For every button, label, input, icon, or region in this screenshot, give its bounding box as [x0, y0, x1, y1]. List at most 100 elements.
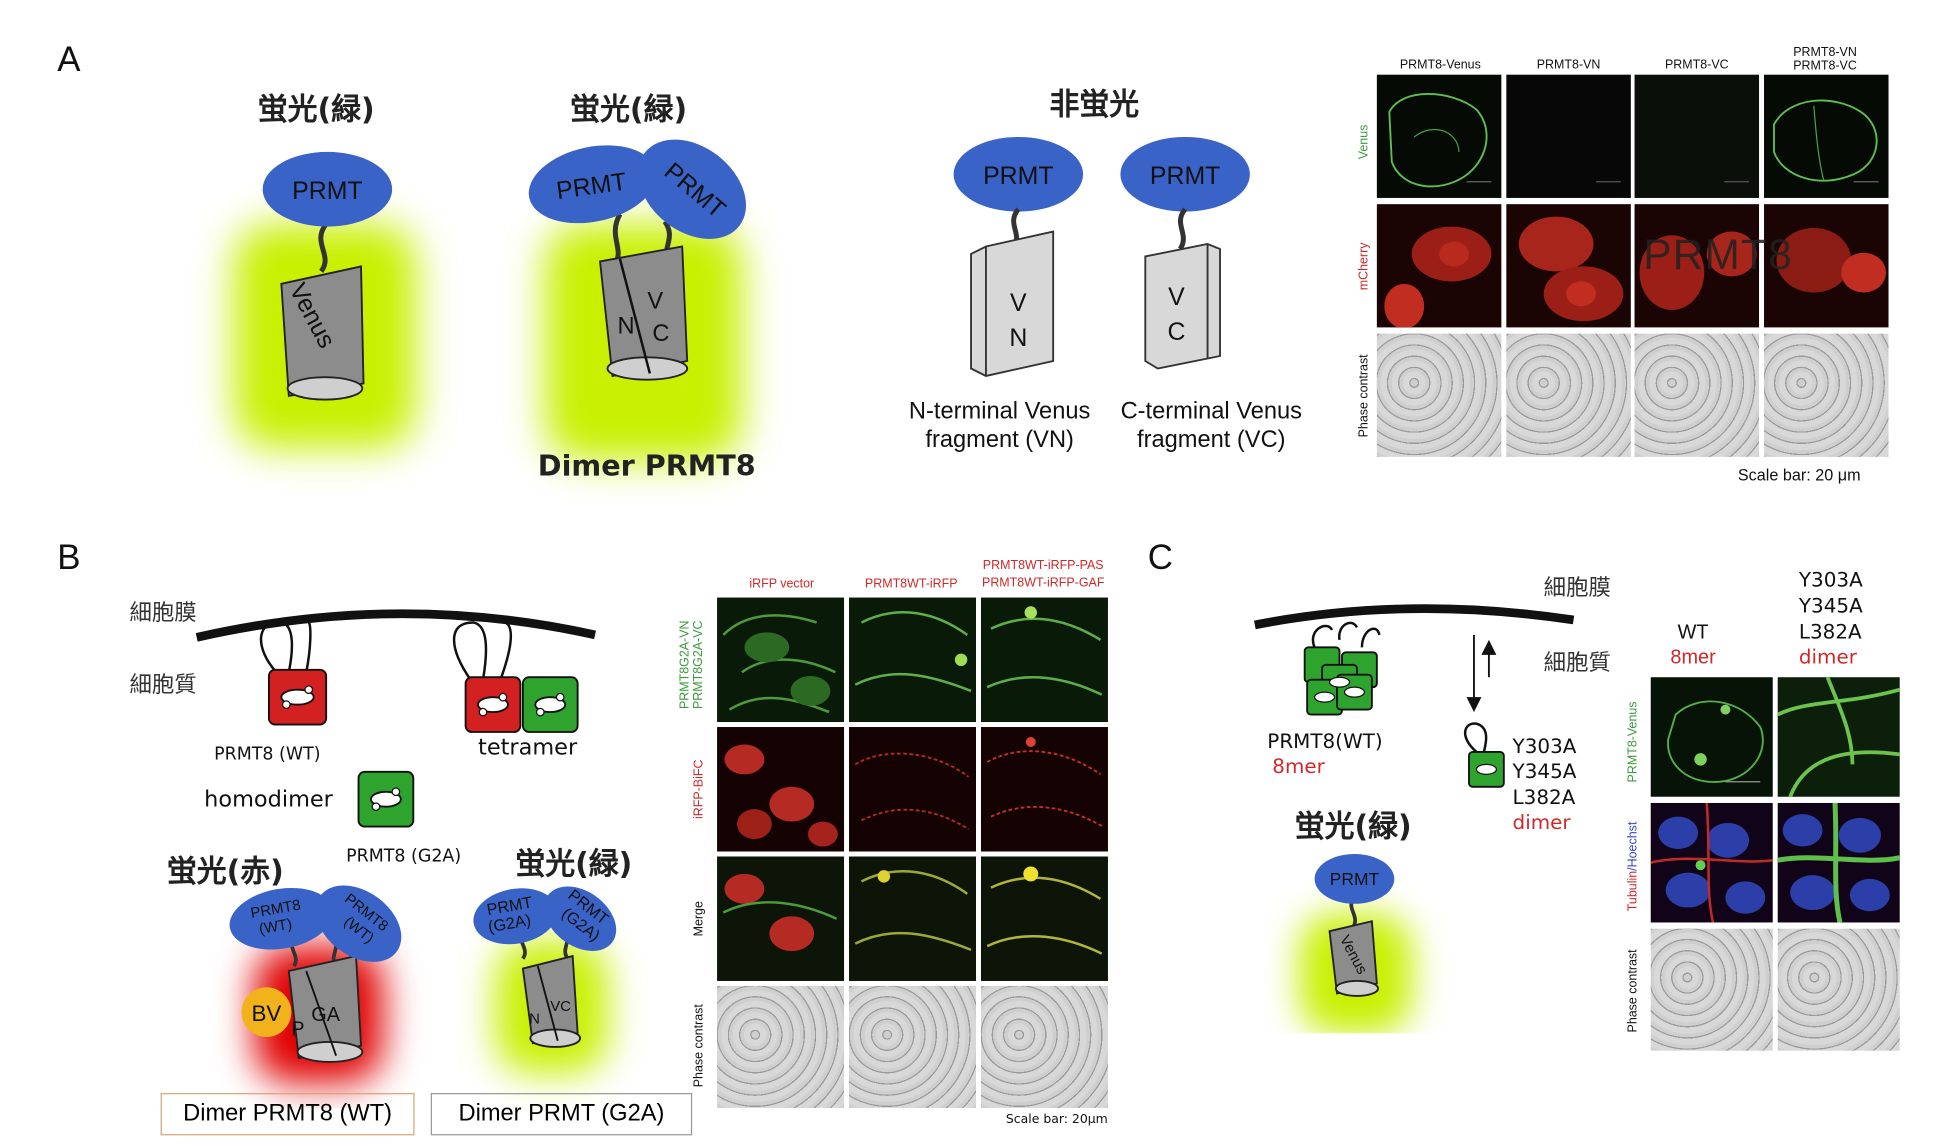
row-label: Phase contrast: [1626, 949, 1641, 1033]
micrograph: [980, 597, 1108, 723]
micrograph: [1650, 802, 1773, 923]
micrograph: [717, 856, 845, 981]
panel-label-c: C: [1147, 537, 1173, 577]
col-label-wt-sub: 8mer: [1670, 647, 1716, 669]
irfp-barrel: [287, 954, 362, 1060]
micrograph: [1634, 74, 1760, 198]
col-label-mutant-sub: dimer: [1798, 645, 1857, 669]
myristoyl-loop: [259, 621, 294, 674]
row-label: iRFP-BiFC: [692, 759, 707, 820]
micrograph: [1506, 204, 1631, 328]
cell-membrane: [195, 609, 597, 642]
col-label-wt: WT: [1677, 622, 1709, 644]
wt-label-b: PRMT8 (WT): [214, 744, 321, 765]
fluor-green-label-c: 蛍光(緑): [1294, 809, 1412, 845]
row-label: Phase contrast: [1357, 354, 1372, 438]
n-text: N: [529, 1010, 540, 1027]
micrograph: [1764, 333, 1889, 457]
micrograph: [1634, 204, 1760, 328]
cytoplasm-label-c: 細胞質: [1543, 649, 1611, 676]
row-label-hoechst-text: /Hoechst: [1626, 821, 1641, 871]
micrograph: [1376, 204, 1502, 328]
membrane-label-b: 細胞膜: [129, 600, 197, 627]
micrograph: [717, 985, 845, 1108]
row-label: Phase contrast: [692, 1004, 707, 1088]
micrograph: [980, 985, 1108, 1108]
fluor-green-label-b: 蛍光(緑): [515, 846, 633, 882]
micrograph: [1764, 204, 1889, 328]
vc-caption-line2: fragment (VC): [1137, 426, 1286, 453]
row-label: Venus: [1357, 124, 1372, 160]
dimer-g2a-box: Dimer PRMT (G2A): [430, 1093, 693, 1136]
venus-barrel: Venus: [280, 265, 365, 401]
micrograph: [1634, 333, 1760, 457]
micrograph: [980, 856, 1108, 981]
v-text: V: [1168, 283, 1185, 311]
wt-label-c: PRMT8(WT): [1267, 729, 1383, 754]
prmt-ellipse: [953, 136, 1084, 212]
row-label: mCherry: [1357, 242, 1372, 291]
homodimer-label: homodimer: [204, 786, 333, 813]
micrograph: [1650, 677, 1773, 797]
row-label: PRMT8G2A-VN PRMT8G2A-VC: [678, 620, 706, 710]
col-label: PRMT8WT-iRFP-PAS PRMT8WT-iRFP-GAF: [982, 558, 1105, 591]
col-label: PRMT8WT-iRFP: [864, 577, 958, 592]
bv-text: BV: [251, 1001, 281, 1026]
panel-label-a: A: [57, 39, 81, 79]
vn-caption: N-terminal Venus fragment (VN): [896, 398, 1103, 455]
micrograph: [717, 727, 845, 852]
octamer-label: 8mer: [1272, 754, 1325, 779]
venus-barrel-split: N V C: [599, 245, 689, 381]
n-text: N: [617, 314, 634, 340]
panel-label-b: B: [57, 537, 81, 577]
prmt-ellipse: [262, 151, 393, 227]
mutation-1: Y303A: [1512, 734, 1577, 759]
c-text: C: [652, 321, 669, 347]
linker: [1177, 207, 1188, 251]
panel-c-diagram: Venus PRMT: [1254, 604, 1575, 1034]
overlay-text: PRMT8: [1643, 231, 1793, 279]
micrograph: [717, 597, 845, 723]
col-mutation-2: Y345A: [1798, 593, 1863, 618]
prmt-ellipse: [528, 145, 657, 224]
mutation-list: Y303A Y345A L382A dimer: [1513, 734, 1577, 836]
prmt-g2a-ellipse: [544, 886, 617, 951]
octamer-cluster: [1303, 621, 1381, 716]
fluor-red-label: 蛍光(赤): [166, 854, 284, 889]
dimer-label: dimer: [1512, 810, 1571, 835]
vn-caption-line2: fragment (VN): [925, 426, 1074, 453]
prmt-text: PRMT: [1150, 162, 1220, 190]
micrograph: [849, 856, 977, 981]
row-label-tubulin: Tubulin/Hoechst: [1626, 822, 1640, 912]
dimer-wt-box: Dimer PRMT8 (WT): [160, 1093, 415, 1136]
scale-bar-a: Scale bar: 20 μm: [1737, 465, 1861, 485]
col-label: PRMT8-VN PRMT8-VC: [1793, 46, 1857, 74]
mutation-3: L382A: [1512, 785, 1576, 810]
v-text: V: [1010, 289, 1027, 317]
prmt8-wt-ellipse: [229, 887, 334, 950]
v-text: V: [647, 289, 663, 315]
row-label: PRMT8-Venus: [1626, 701, 1641, 783]
col-label: iRFP vector: [749, 577, 815, 592]
vc-caption-line1: C-terminal Venus: [1120, 398, 1302, 425]
bv-chromophore: [241, 987, 292, 1038]
prmt-text: PRMT: [292, 177, 362, 205]
micrograph: [980, 727, 1108, 852]
n-text: N: [1009, 324, 1027, 352]
col-label: PRMT8-VC: [1664, 58, 1729, 73]
fluor-green-label-a2: 蛍光(緑): [570, 92, 688, 127]
col-label: PRMT8-VN: [1536, 58, 1601, 73]
micrograph: [1777, 928, 1900, 1051]
tetramer-label: tetramer: [478, 734, 578, 761]
micrograph: [1764, 74, 1889, 198]
dimer-glyph: [280, 688, 315, 706]
prmt-text: PRMT: [1330, 869, 1380, 889]
micrograph: [1506, 333, 1631, 457]
nonfluor-label: 非蛍光: [1049, 87, 1140, 123]
micrograph: [1650, 928, 1773, 1051]
g2a-label-b: PRMT8 (G2A): [346, 846, 462, 867]
scale-bar-b: Scale bar: 20μm: [1005, 1112, 1108, 1127]
membrane-label-c: 細胞膜: [1543, 575, 1611, 602]
col-label: PRMT8-Venus: [1399, 58, 1481, 73]
micrograph: [849, 985, 977, 1108]
